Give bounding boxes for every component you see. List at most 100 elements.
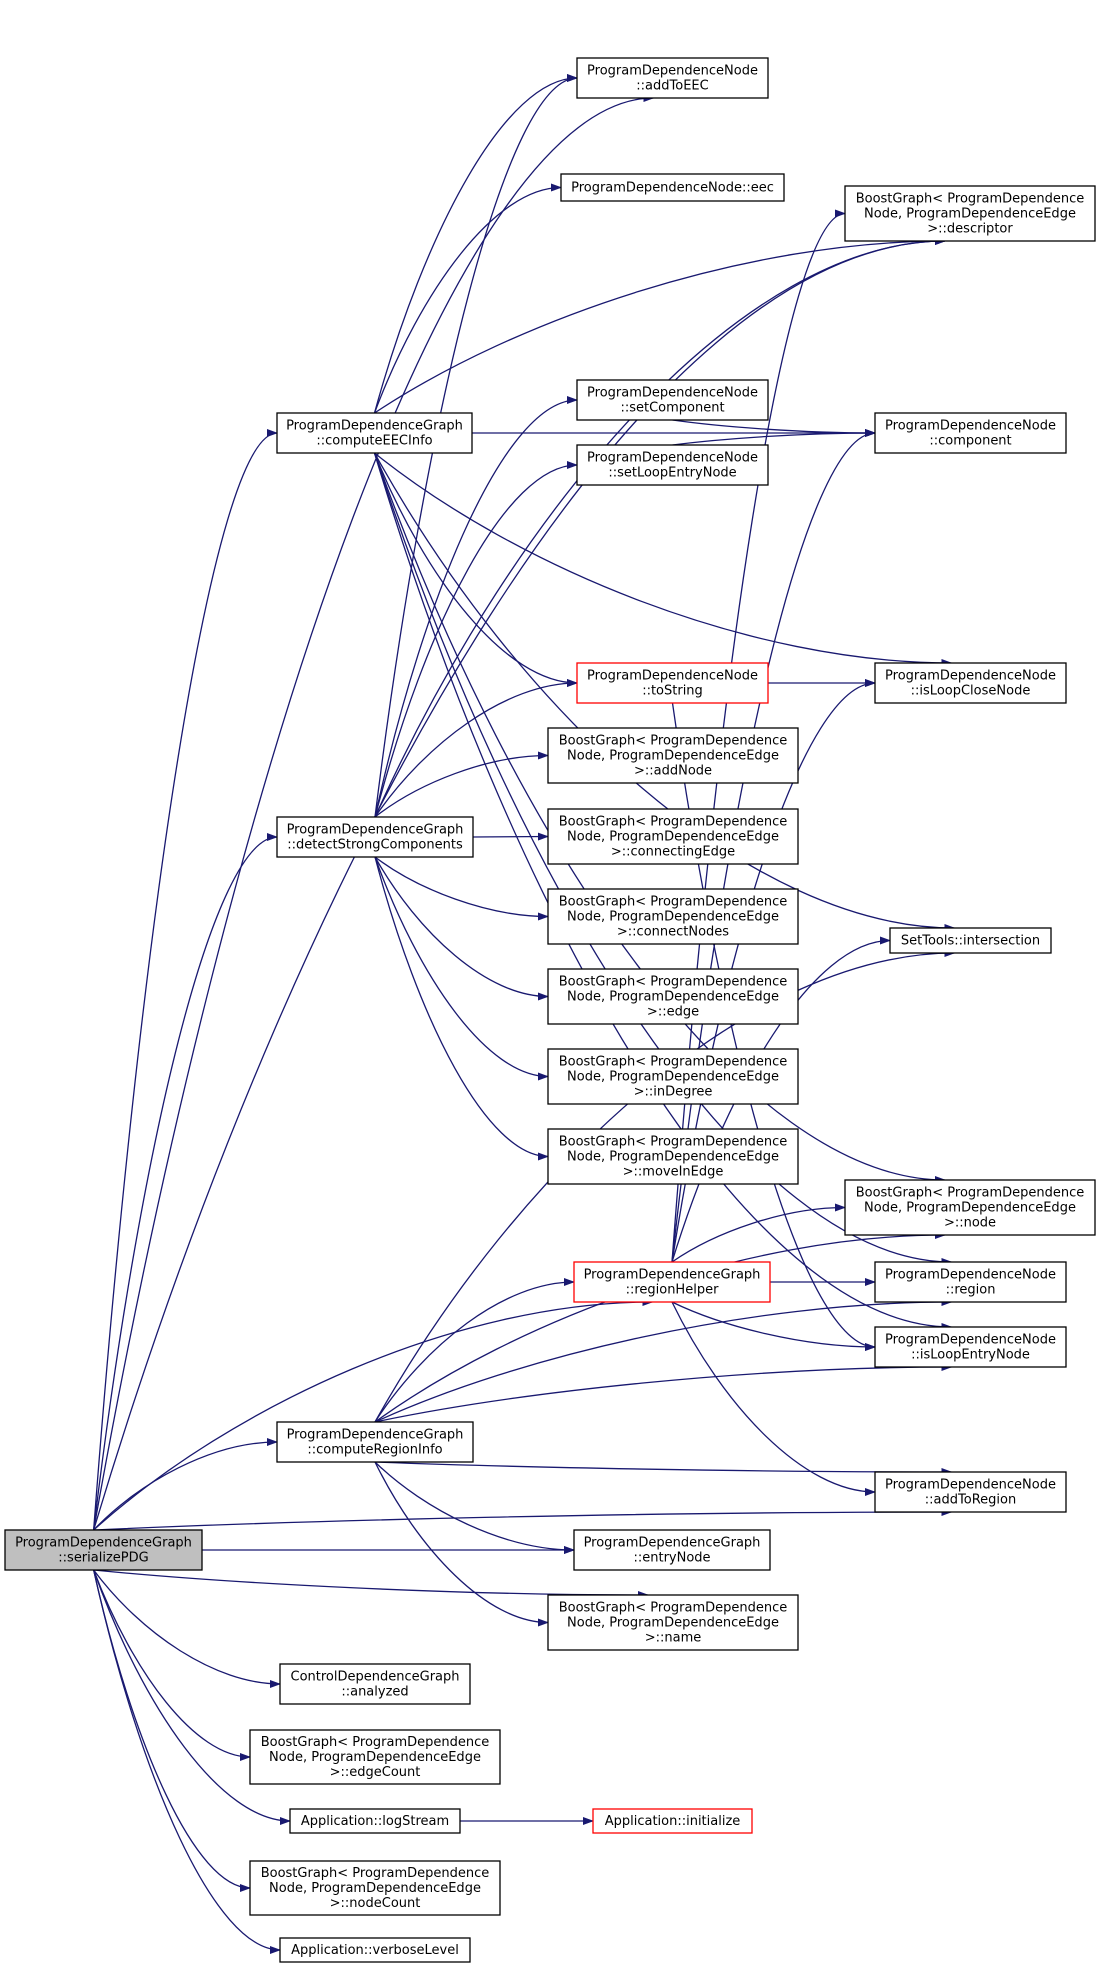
node-label-line: >::node [944,1216,996,1231]
node-moveInEdge[interactable]: BoostGraph< ProgramDependenceNode, Progr… [547,1128,799,1185]
node-label-line: ProgramDependenceNode [885,419,1056,434]
node-initialize[interactable]: Application::initialize [592,1808,753,1834]
node-edge[interactable]: BoostGraph< ProgramDependenceNode, Progr… [547,968,799,1025]
node-label-line: BoostGraph< ProgramDependence [559,975,788,990]
node-box [844,185,1096,242]
node-label-line: ProgramDependenceNode [587,451,758,466]
node-label-line: >::connectingEdge [611,845,735,860]
node-label-line: ::serializePDG [58,1551,148,1566]
node-detectStrongComponents[interactable]: ProgramDependenceGraph::detectStrongComp… [276,816,474,858]
node-box [547,968,799,1025]
edge-detectStrongComponents-to-addNode [374,751,549,818]
node-verboseLevel[interactable]: Application::verboseLevel [279,1937,471,1963]
node-nodeCount[interactable]: BoostGraph< ProgramDependenceNode, Progr… [249,1860,501,1916]
node-label-line: Application::initialize [605,1814,741,1829]
node-label-line: ::analyzed [341,1685,408,1700]
node-label-line: ::regionHelper [626,1283,720,1298]
node-box [276,1421,474,1463]
edge-serializePDG-to-addToEEC [93,94,655,1531]
edge-detectStrongComponents-to-setComponent [374,396,578,818]
node-box [874,412,1067,454]
edge-serializePDG-to-computeRegionInfo [93,1438,278,1531]
node-eec[interactable]: ProgramDependenceNode::eec [560,173,785,202]
node-component[interactable]: ProgramDependenceNode::component [874,412,1067,454]
node-label-line: Node, ProgramDependenceEdge [567,1616,779,1631]
node-box [874,1326,1067,1368]
node-box [547,1594,799,1651]
node-box [249,1860,501,1916]
node-box [547,808,799,865]
node-logStream[interactable]: Application::logStream [289,1808,461,1834]
edge-computeEECInfo-to-descriptor [374,237,946,414]
node-intersection[interactable]: SetTools::intersection [889,927,1052,954]
edge-setLoopEntryNode-to-component [672,429,876,446]
node-computeEECInfo[interactable]: ProgramDependenceGraph::computeEECInfo [276,412,473,454]
node-region[interactable]: ProgramDependenceNode::region [874,1261,1067,1303]
node-label-line: ProgramDependenceGraph [584,1536,761,1551]
edge-serializePDG-to-addToRegion [93,1508,953,1531]
node-label-line: ProgramDependenceGraph [584,1268,761,1283]
node-label-line: ProgramDependenceNode [587,669,758,684]
node-inDegree[interactable]: BoostGraph< ProgramDependenceNode, Progr… [547,1048,799,1105]
node-label-line: ::detectStrongComponents [287,838,463,853]
edge-computeEECInfo-to-addToEEC [373,74,578,414]
node-label-line: ProgramDependenceGraph [287,1428,464,1443]
edge-computeEECInfo-to-toString [373,452,578,687]
node-computeRegionInfo[interactable]: ProgramDependenceGraph::computeRegionInf… [276,1421,474,1463]
node-addToRegion[interactable]: ProgramDependenceNode::addToRegion [874,1471,1067,1513]
edge-serializePDG-to-computeEECInfo [93,429,278,1531]
node-node[interactable]: BoostGraph< ProgramDependenceNode, Progr… [844,1179,1096,1236]
node-label-line: ::setComponent [620,401,724,416]
node-setComponent[interactable]: ProgramDependenceNode::setComponent [576,379,769,421]
node-descriptor[interactable]: BoostGraph< ProgramDependenceNode, Progr… [844,185,1096,242]
node-isLoopCloseNode[interactable]: ProgramDependenceNode::isLoopCloseNode [874,662,1067,704]
node-box [547,1128,799,1185]
node-addToEEC[interactable]: ProgramDependenceNode::addToEEC [576,57,769,99]
node-box [576,444,769,486]
node-label-line: Node, ProgramDependenceEdge [864,1201,1076,1216]
node-connectingEdge[interactable]: BoostGraph< ProgramDependenceNode, Progr… [547,808,799,865]
edge-serializePDG-to-regionHelper [93,1298,654,1531]
edge-computeRegionInfo-to-isLoopEntryNode [374,1363,953,1423]
node-label-line: ProgramDependenceGraph [287,823,464,838]
node-edgeCount[interactable]: BoostGraph< ProgramDependenceNode, Progr… [249,1729,501,1785]
node-label-line: >::moveInEdge [623,1165,724,1180]
node-addNode[interactable]: BoostGraph< ProgramDependenceNode, Progr… [547,727,799,784]
edge-serializePDG-to-descriptor [93,237,946,1531]
node-box [547,727,799,784]
node-label-line: BoostGraph< ProgramDependence [559,1601,788,1616]
node-connectNodes[interactable]: BoostGraph< ProgramDependenceNode, Progr… [547,888,799,945]
edge-regionHelper-to-isLoopEntryNode [671,1301,876,1351]
node-box [576,379,769,421]
node-toString[interactable]: ProgramDependenceNode::toString [576,662,769,704]
node-box [279,1663,471,1705]
node-box [874,662,1067,704]
node-box [573,1261,771,1303]
edge-computeRegionInfo-to-region [374,1298,953,1423]
node-setLoopEntryNode[interactable]: ProgramDependenceNode::setLoopEntryNode [576,444,769,486]
node-label-line: ::addToEEC [636,79,708,94]
node-label-line: BoostGraph< ProgramDependence [261,1866,490,1881]
edge-detectStrongComponents-to-connectNodes [374,856,549,921]
node-regionHelper[interactable]: ProgramDependenceGraph::regionHelper [573,1261,771,1303]
node-label-line: ::toString [642,684,703,699]
node-box [276,412,473,454]
node-label-line: ::region [946,1283,996,1298]
node-box [592,1808,753,1834]
node-label-line: >::edgeCount [330,1765,421,1780]
node-name[interactable]: BoostGraph< ProgramDependenceNode, Progr… [547,1594,799,1651]
edge-regionHelper-to-intersection [671,936,891,1263]
node-cdgAnalyzed[interactable]: ControlDependenceGraph::analyzed [279,1663,471,1705]
node-label-line: Node, ProgramDependenceEdge [864,207,1076,222]
node-serializePDG[interactable]: ProgramDependenceGraph::serializePDG [4,1529,203,1571]
node-box [279,1937,471,1963]
edge-detectStrongComponents-to-inDegree [374,856,549,1081]
node-box [874,1471,1067,1513]
node-isLoopEntryNode[interactable]: ProgramDependenceNode::isLoopEntryNode [874,1326,1067,1368]
edge-detectStrongComponents-to-addToEEC [374,74,578,818]
edge-computeRegionInfo-to-regionHelper [374,1278,575,1423]
node-entryNode[interactable]: ProgramDependenceGraph::entryNode [573,1529,771,1571]
node-label-line: ::addToRegion [925,1493,1016,1508]
node-label-line: ProgramDependenceGraph [286,419,463,434]
node-box [547,1048,799,1105]
